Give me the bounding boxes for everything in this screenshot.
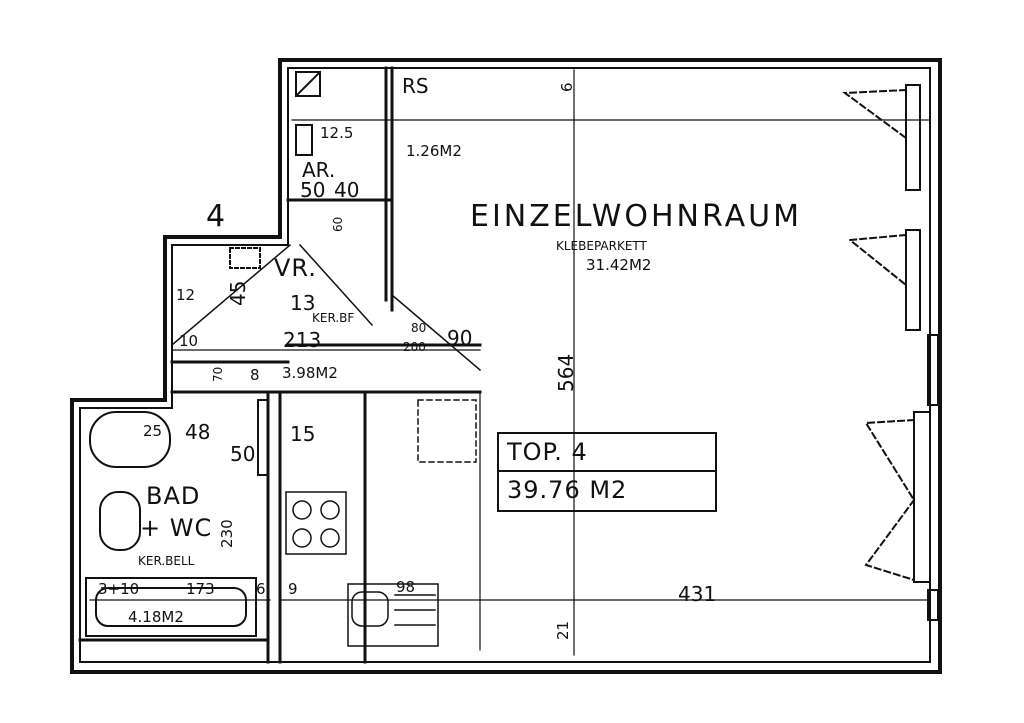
dim-48: 48 bbox=[185, 420, 211, 444]
unit-summary-divider bbox=[499, 470, 715, 472]
dim-230: 230 bbox=[218, 519, 236, 548]
dim-45: 45 bbox=[226, 280, 250, 306]
dim-13: 13 bbox=[290, 291, 316, 315]
dim-431: 431 bbox=[678, 582, 717, 606]
dim-12-5: 12.5 bbox=[320, 124, 354, 142]
dim-50-storage: 50 bbox=[300, 178, 326, 202]
dim-40: 40 bbox=[334, 178, 360, 202]
dim-173: 173 bbox=[186, 580, 215, 598]
rs-mark: RS bbox=[402, 74, 429, 98]
dim-60: 60 bbox=[331, 216, 345, 232]
dim-6: 6 bbox=[256, 580, 266, 598]
dim-8: 8 bbox=[250, 366, 260, 384]
hall-area: 3.98M2 bbox=[282, 364, 338, 382]
unit-summary-box: TOP. 4 39.76 M2 bbox=[497, 432, 717, 512]
dim-9: 9 bbox=[288, 580, 298, 598]
apartment-number: 4 bbox=[206, 199, 229, 234]
storage-area: 1.26M2 bbox=[406, 142, 462, 160]
dim-3-10: 3+10 bbox=[98, 580, 140, 598]
wc-name: + WC bbox=[140, 514, 213, 542]
unit-total-area: 39.76 M2 bbox=[507, 476, 628, 504]
hall-name: VR. bbox=[274, 254, 317, 282]
living-room-floor: KLEBEPARKETT bbox=[556, 239, 647, 253]
dim-50: 50 bbox=[230, 442, 256, 466]
dim-80: 80 bbox=[411, 321, 427, 335]
dim-98: 98 bbox=[396, 578, 416, 596]
window-bottom bbox=[864, 411, 931, 583]
storage-name: AR. bbox=[302, 158, 336, 182]
dim-6-top: 6 bbox=[558, 82, 576, 92]
dim-10: 10 bbox=[179, 332, 199, 350]
dim-15: 15 bbox=[290, 422, 316, 446]
outer-walls bbox=[70, 58, 942, 674]
unit-top-label: TOP. 4 bbox=[507, 438, 588, 466]
window-top bbox=[842, 84, 921, 191]
dim-90: 90 bbox=[447, 326, 473, 350]
dim-200: 200 bbox=[403, 340, 426, 354]
dim-25: 25 bbox=[143, 422, 163, 440]
hall-floor: KER.BF bbox=[312, 311, 355, 325]
living-room-name: EINZELWOHNRAUM bbox=[470, 199, 802, 234]
dimension-lines bbox=[89, 69, 931, 656]
outer-walls-inner bbox=[79, 67, 931, 663]
bath-floor: KER.BELL bbox=[138, 554, 195, 568]
storage-shaft bbox=[294, 70, 322, 156]
bath-area: 4.18M2 bbox=[128, 608, 184, 626]
wall-pillars bbox=[229, 247, 939, 621]
dim-213: 213 bbox=[283, 328, 322, 352]
bath-fixtures bbox=[85, 399, 269, 637]
bath-name: BAD bbox=[146, 482, 201, 510]
dim-70: 70 bbox=[211, 366, 225, 382]
dim-12: 12 bbox=[176, 286, 196, 304]
dim-21: 21 bbox=[554, 620, 572, 640]
dim-564: 564 bbox=[554, 353, 578, 392]
kitchen-counter bbox=[285, 399, 477, 647]
interior-walls bbox=[78, 66, 482, 664]
living-room-area: 31.42M2 bbox=[586, 256, 652, 274]
window-middle bbox=[847, 229, 921, 331]
hall-diagonals bbox=[170, 243, 482, 372]
